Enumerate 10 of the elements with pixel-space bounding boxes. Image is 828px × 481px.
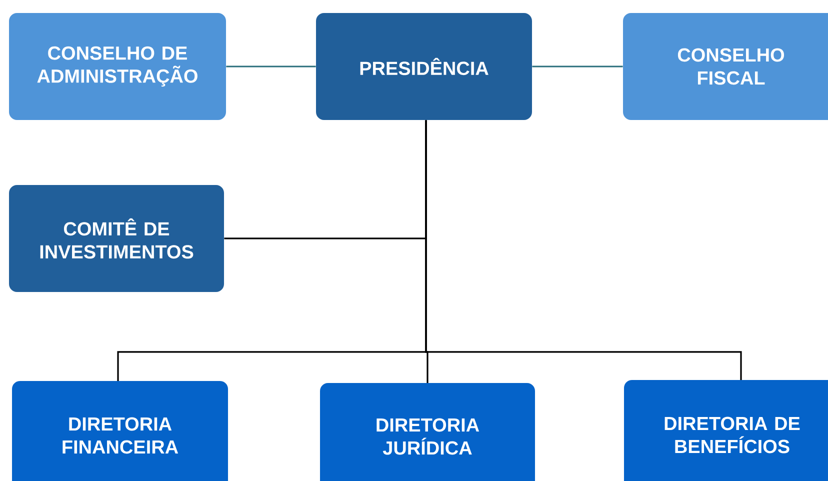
org-box: DIRETORIA JURÍDICA bbox=[320, 382, 535, 481]
connector-line bbox=[226, 66, 316, 68]
org-box: DIRETORIA FINANCEIRA bbox=[12, 381, 228, 481]
org-box: DIRETORIA DE BENEFÍCIOS bbox=[624, 380, 828, 481]
org-box: CONSELHO FISCAL bbox=[623, 13, 828, 120]
org-box: CONSELHO DE ADMINISTRAÇÃO bbox=[9, 13, 226, 120]
connector-line bbox=[532, 66, 623, 68]
org-box: COMITÊ DE INVESTIMENTOS bbox=[9, 184, 224, 292]
connector-line bbox=[425, 120, 742, 380]
org-box: PRESIDÊNCIA bbox=[316, 13, 532, 120]
